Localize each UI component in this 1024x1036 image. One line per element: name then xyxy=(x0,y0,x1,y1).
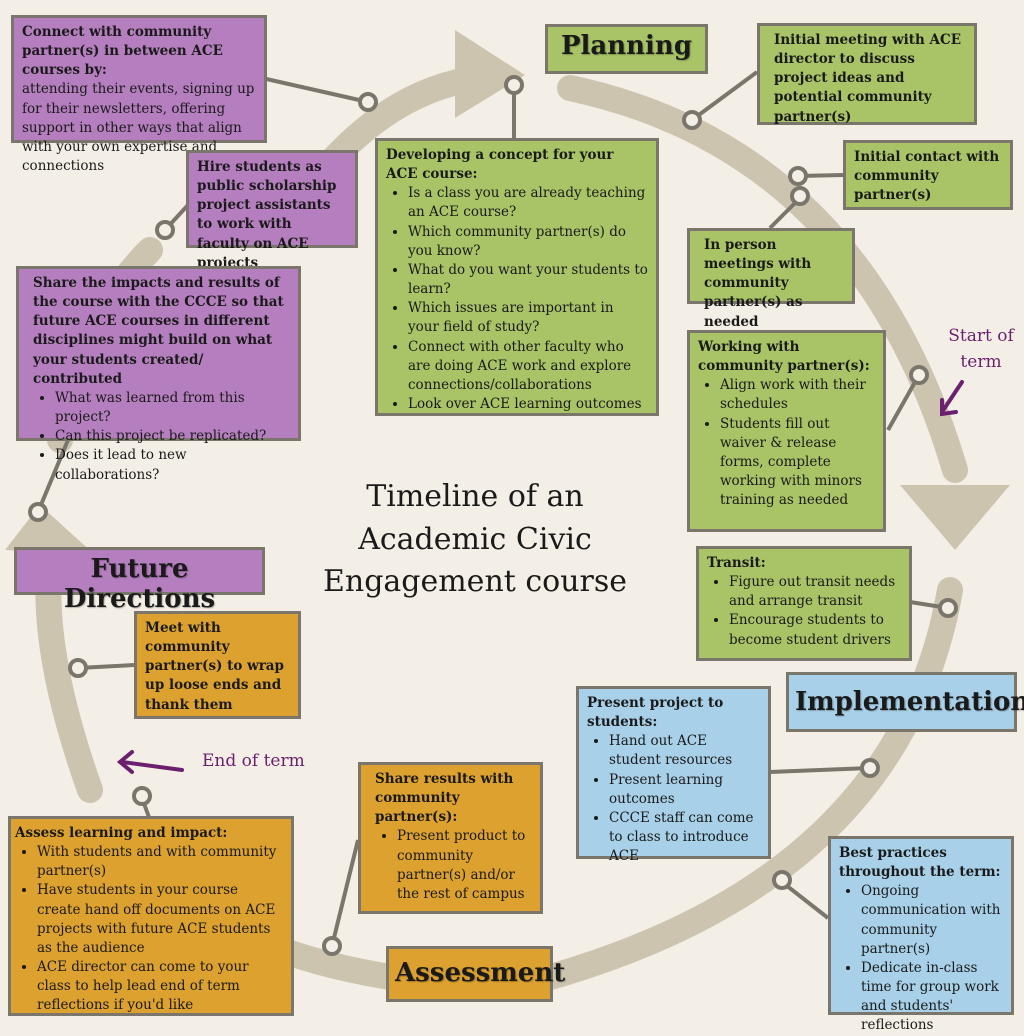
developing-concept-title: Developing a concept for your ACE course… xyxy=(386,147,614,183)
assess-learning-box: Assess learning and impact: With student… xyxy=(8,816,294,1016)
share-impacts-list: What was learned from this project? Can … xyxy=(33,389,290,485)
list-item: What do you want your students to learn? xyxy=(408,261,648,299)
list-item: Can this project be replicated? xyxy=(55,427,290,446)
list-item: Present product to community partner(s) … xyxy=(397,827,532,904)
initial-contact-box: Initial contact with community partner(s… xyxy=(843,140,1013,210)
best-practices-list: Ongoing communication with community par… xyxy=(839,882,1003,1035)
assess-learning-title: Assess learning and impact: xyxy=(15,825,228,841)
share-results-list: Present product to community partner(s) … xyxy=(375,827,532,904)
in-person-box: In person meetings with community partne… xyxy=(687,228,855,330)
list-item: Connect with other faculty who are doing… xyxy=(408,338,648,395)
list-item: CCCE staff can come to class to introduc… xyxy=(609,809,760,866)
transit-box: Transit: Figure out transit needs and ar… xyxy=(696,546,912,661)
connect-partner-text: attending their events, signing up for t… xyxy=(22,81,255,175)
list-item: ACE director can come to your class to h… xyxy=(37,958,283,1015)
future-directions-header: Future Directions xyxy=(14,547,265,614)
working-with-list: Align work with their schedules Students… xyxy=(698,376,875,510)
planning-header: Planning xyxy=(545,24,708,74)
end-term-arrow xyxy=(120,760,184,772)
arrowhead-left xyxy=(5,505,95,555)
hire-students-title: Hire students as public scholarship proj… xyxy=(197,159,337,271)
list-item: Does it lead to new collaborations? xyxy=(55,446,290,484)
diagram-title: Timeline of an Academic Civic Engagement… xyxy=(322,479,628,600)
list-item: With students and with community partner… xyxy=(37,843,283,881)
implementation-header: Implementation xyxy=(786,672,1024,732)
list-item: Have students in your course create hand… xyxy=(37,881,283,958)
working-with-box: Working with community partner(s): Align… xyxy=(687,330,886,532)
initial-meeting-title: Initial meeting with ACE director to dis… xyxy=(774,32,961,125)
share-results-title: Share results with community partner(s): xyxy=(375,771,514,826)
end-of-term-note: End of term xyxy=(202,751,305,771)
present-project-box: Present project to students: Hand out AC… xyxy=(576,686,771,864)
list-item: What was learned from this project? xyxy=(55,389,290,427)
list-item: Encourage students to become student dri… xyxy=(729,611,901,649)
transit-list: Figure out transit needs and arrange tra… xyxy=(707,573,901,650)
arrowhead-right xyxy=(900,485,1010,550)
list-item: Which community partner(s) do you know? xyxy=(408,223,648,261)
working-with-title: Working with community partner(s): xyxy=(698,339,870,375)
assess-learning-list: With students and with community partner… xyxy=(15,843,283,1015)
list-item: Hand out ACE student resources xyxy=(609,732,760,770)
hire-students-box: Hire students as public scholarship proj… xyxy=(186,150,358,271)
list-item: Ongoing communication with community par… xyxy=(861,882,1003,959)
assessment-header: Assessment xyxy=(386,946,565,1002)
best-practices-box: Best practices throughout the term: Ongo… xyxy=(828,836,1014,1033)
initial-meeting-box: Initial meeting with ACE director to dis… xyxy=(757,23,977,125)
list-item: Is a class you are already teaching an A… xyxy=(408,184,648,222)
connect-partner-title: Connect with community partner(s) in bet… xyxy=(22,24,223,79)
transit-title: Transit: xyxy=(707,555,766,571)
share-impacts-box: Share the impacts and results of the cou… xyxy=(16,266,301,483)
start-term-arrow xyxy=(940,380,964,414)
developing-concept-box: Developing a concept for your ACE course… xyxy=(375,138,659,416)
list-item: Students fill out waiver & release forms… xyxy=(720,415,875,511)
list-item: Look over ACE learning outcomes xyxy=(408,395,648,414)
start-of-term-note: Start of term xyxy=(948,326,1014,372)
list-item: Dedicate in-class time for group work an… xyxy=(861,959,1003,1036)
share-results-box: Share results with community partner(s):… xyxy=(358,762,543,914)
meet-wrap-title: Meet with community partner(s) to wrap u… xyxy=(145,620,284,713)
cycle-arrow-lower-right xyxy=(527,577,963,993)
connect-partner-box: Connect with community partner(s) in bet… xyxy=(11,15,267,174)
cycle-arrow-right xyxy=(557,75,968,483)
initial-contact-title: Initial contact with community partner(s… xyxy=(854,149,1000,204)
list-item: Which issues are important in your field… xyxy=(408,299,648,337)
list-item: Present learning outcomes xyxy=(609,771,760,809)
share-impacts-title: Share the impacts and results of the cou… xyxy=(33,275,284,387)
in-person-title: In person meetings with community partne… xyxy=(704,237,812,330)
developing-concept-list: Is a class you are already teaching an A… xyxy=(386,184,648,414)
list-item: Align work with their schedules xyxy=(720,376,875,414)
best-practices-title: Best practices throughout the term: xyxy=(839,845,1001,881)
present-project-list: Hand out ACE student resources Present l… xyxy=(587,732,760,866)
meet-wrap-box: Meet with community partner(s) to wrap u… xyxy=(134,611,301,719)
arrowhead-top xyxy=(455,30,525,118)
present-project-title: Present project to students: xyxy=(587,695,724,731)
list-item: Figure out transit needs and arrange tra… xyxy=(729,573,901,611)
